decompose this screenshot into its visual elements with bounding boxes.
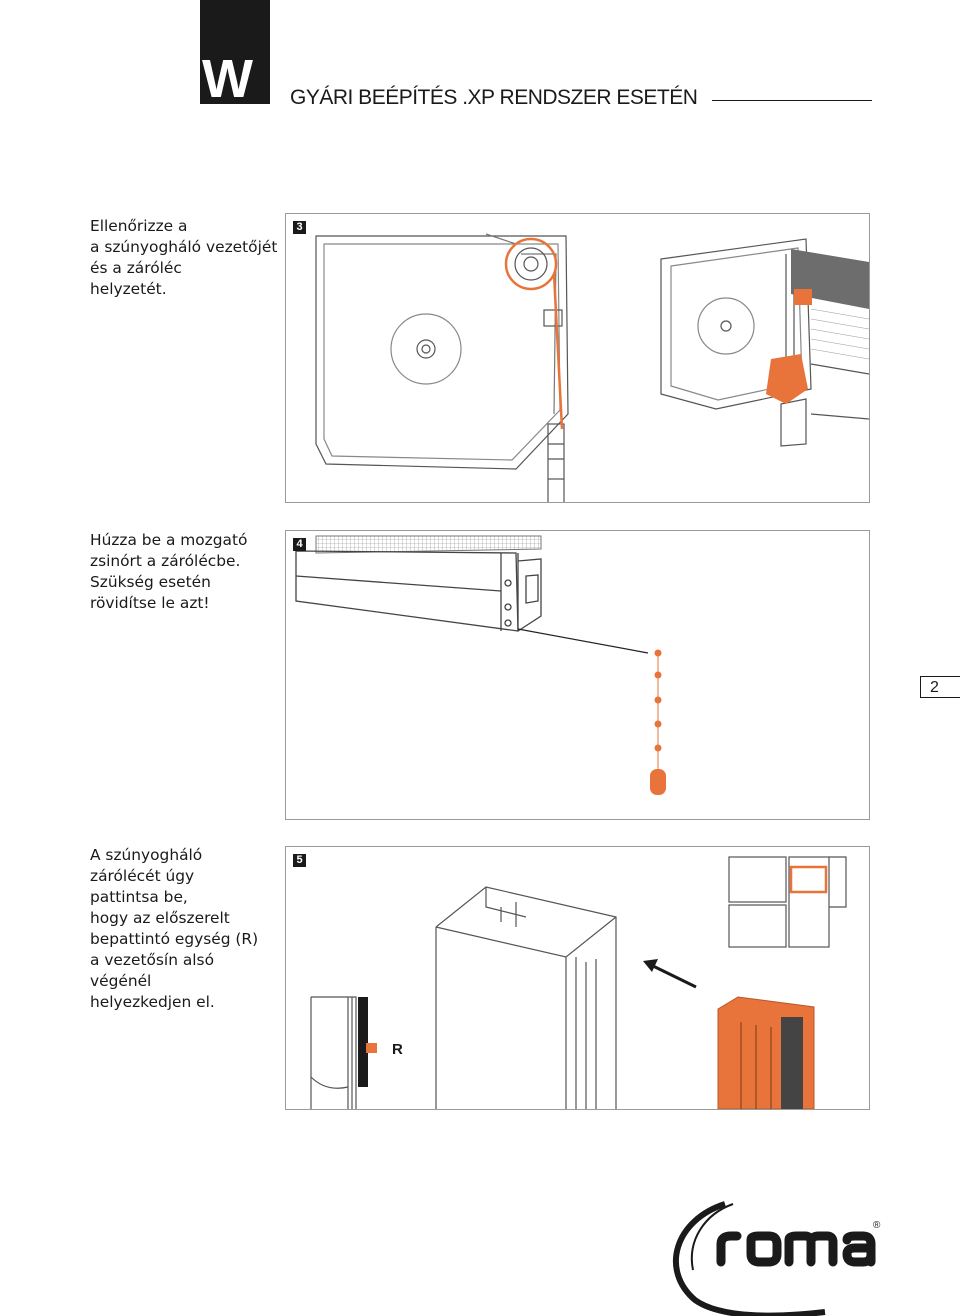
step-3-instructions: Ellenőrizze a a szúnyogháló vezetőjét és… [90,216,277,300]
guide-rail-drawing: R [310,856,847,1109]
instruction-line: Szükség esetén [90,573,211,591]
instruction-line: és a záróléc [90,259,182,277]
roma-logo: ® [672,1201,881,1316]
step-5-illustration: 5 R [285,846,870,1110]
roller-box-drawing [315,233,869,502]
callout-label: R [392,1041,403,1058]
instruction-line: végénél [90,972,152,990]
instruction-line: zsinórt a zárólécbe. [90,552,241,570]
instruction-line: a szúnyogháló vezetőjét [90,238,278,256]
instruction-line: zárólécét úgy [90,867,195,885]
instruction-line: bepattintó egység (R) [90,930,259,948]
page-title: GYÁRI BEÉPÍTÉS .XP RENDSZER ESETÉN [290,86,698,109]
instruction-line: Ellenőrizze a [90,217,188,235]
step-4-instructions: Húzza be a mozgató zsinórt a zárólécbe. … [90,530,247,614]
section-letter: W [202,49,253,109]
instruction-line: helyzetét. [90,280,167,298]
instruction-line: a vezetősín alsó [90,951,214,969]
step-badge: 3 [293,221,306,234]
instruction-line: helyezkedjen el. [90,993,215,1011]
step-3-illustration: 3 [285,213,870,503]
instruction-line: pattintsa be, [90,888,188,906]
registered-mark: ® [873,1220,881,1231]
title-rule [712,100,872,101]
instruction-line: rövidítse le azt! [90,594,210,612]
instruction-line: Húzza be a mozgató [90,531,248,549]
instruction-line: A szúnyogháló [90,846,203,864]
step-badge: 4 [293,538,306,551]
page-number: 2 [920,676,960,698]
instruction-line: hogy az előszerelt [90,909,230,927]
step-5-instructions: A szúnyogháló zárólécét úgy pattintsa be… [90,845,258,1013]
step-4-illustration: 4 [285,530,870,820]
section-tab: W [200,0,270,109]
bottom-rail-drawing [295,535,666,795]
step-badge: 5 [293,854,306,867]
